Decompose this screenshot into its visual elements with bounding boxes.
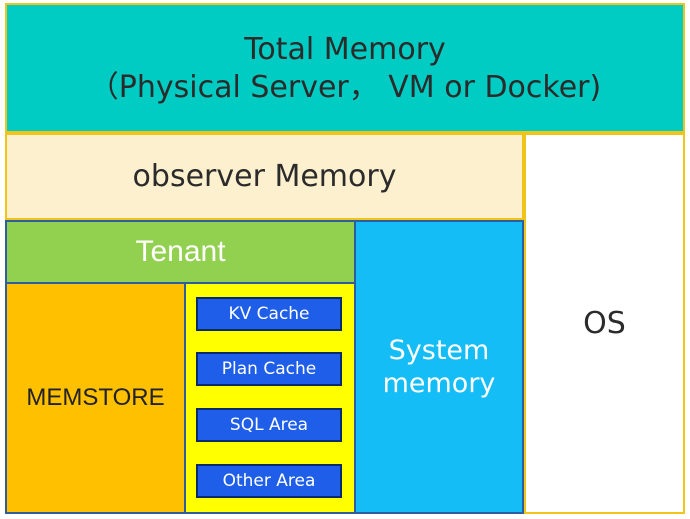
observer-memory-label: observer Memory	[132, 159, 397, 194]
plan-cache-label: Plan Cache	[221, 359, 317, 379]
total-memory-block: Total Memory （Physical Server， VM or Doc…	[5, 3, 685, 133]
tenant-block: Tenant	[5, 220, 356, 284]
observer-memory-block: observer Memory	[5, 133, 524, 220]
plan-cache-block: Plan Cache	[196, 352, 342, 386]
os-block: OS	[524, 133, 685, 514]
memstore-label: MEMSTORE	[26, 384, 165, 411]
sql-area-label: SQL Area	[229, 415, 309, 435]
os-label: OS	[583, 306, 626, 341]
system-memory-label-line1: System	[388, 335, 490, 366]
total-memory-title: Total Memory	[244, 32, 446, 67]
sql-area-block: SQL Area	[196, 408, 342, 442]
memstore-block: MEMSTORE	[5, 282, 186, 514]
other-area-label: Other Area	[222, 471, 316, 491]
tenant-label: Tenant	[135, 235, 226, 268]
other-area-block: Other Area	[196, 464, 342, 498]
kv-cache-block: KV Cache	[196, 297, 342, 331]
total-memory-subtitle: （Physical Server， VM or Docker)	[88, 70, 602, 105]
system-memory-label-line2: memory	[382, 368, 496, 399]
kv-cache-label: KV Cache	[228, 304, 310, 324]
system-memory-block: System memory	[354, 220, 524, 514]
